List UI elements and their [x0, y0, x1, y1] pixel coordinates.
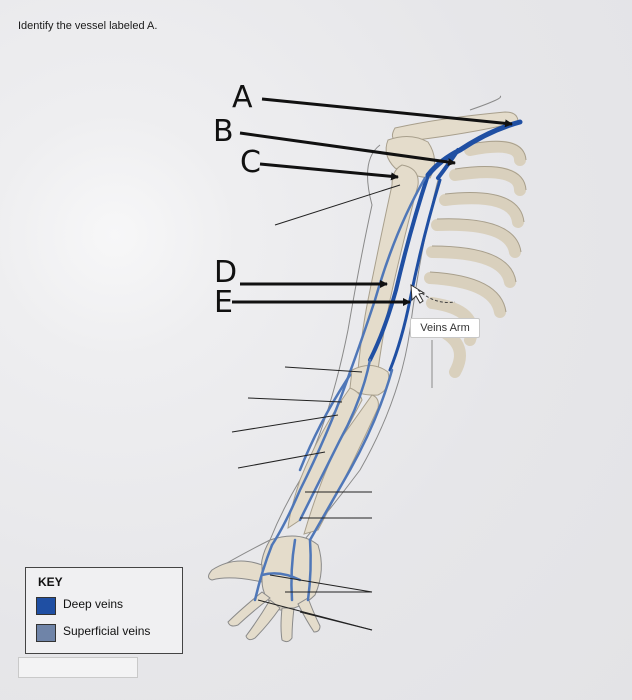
key-label: Superficial veins: [63, 624, 151, 638]
superficial-veins: [253, 176, 427, 602]
deep-veins-swatch: [36, 597, 56, 615]
rib-outlines: [429, 140, 527, 313]
superficial-veins-swatch: [36, 624, 56, 642]
label-c: C: [240, 145, 261, 180]
deep-veins: [368, 119, 523, 372]
dashed-guide: [417, 289, 456, 303]
leader-lines: [231, 184, 401, 631]
label-b: B: [213, 114, 234, 149]
label-a: A: [232, 80, 253, 115]
label-e: E: [214, 285, 233, 320]
question-text: Identify the vessel labeled A.: [18, 20, 158, 32]
key-title: KEY: [38, 575, 63, 589]
arrow-c: [259, 162, 399, 181]
rib-cage: [424, 140, 526, 378]
arrow-b: [239, 131, 456, 166]
hand: [208, 535, 322, 643]
cursor-icon: [410, 284, 426, 304]
label-d: D: [214, 255, 237, 290]
veins-arm-tag: Veins Arm: [410, 318, 480, 338]
label-arrows: [232, 97, 513, 306]
answer-input[interactable]: [18, 657, 138, 678]
arrow-a: [261, 97, 513, 128]
key-label: Deep veins: [63, 597, 124, 611]
key-legend: KEY Deep veins Superficial veins: [25, 567, 183, 654]
